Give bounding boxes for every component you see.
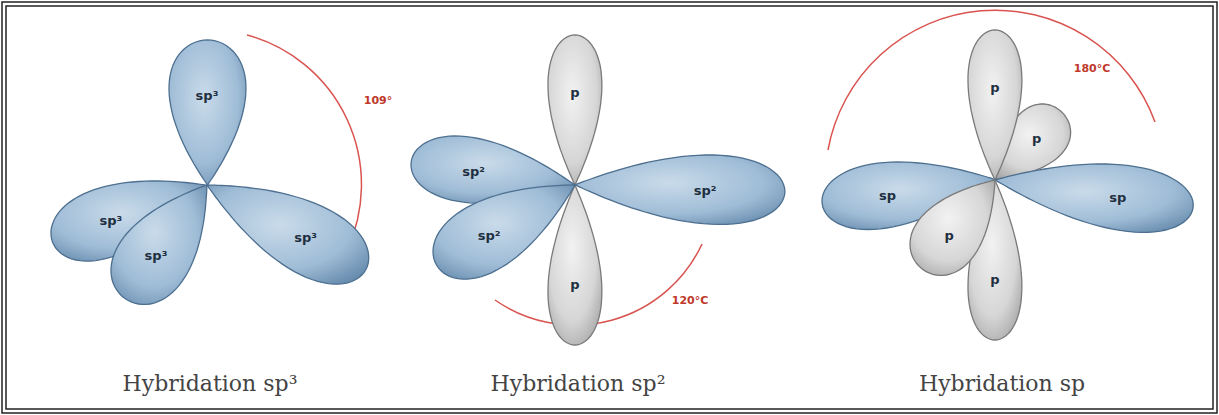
orbital-label: sp³ [196, 88, 219, 103]
angle-label: 109° [364, 94, 392, 107]
orbital-label: sp³ [99, 212, 122, 227]
lobe-outline [433, 185, 575, 279]
hybrid-orbital-lobe: sp³ [167, 38, 248, 187]
orbital-label: p [570, 277, 579, 292]
hybrid-orbital-lobe: sp² [573, 153, 787, 226]
angle-label: 120°C [672, 294, 709, 307]
hybrid-orbital-lobe: sp³ [109, 183, 209, 306]
lobe-outline [968, 30, 1022, 180]
orbital-label: sp³ [294, 230, 317, 245]
inner-frame [6, 6, 1213, 409]
hybrid-orbital-lobe: sp [993, 162, 1195, 234]
orbital-label: p [570, 85, 579, 100]
hybrid-orbital-lobe: sp² [431, 183, 577, 281]
p-orbital-lobe: p [546, 33, 604, 187]
lobe-shape [431, 183, 577, 281]
caption-label: Hybridation sp³ [123, 371, 298, 396]
lobe-shape [966, 28, 1024, 182]
lobe-shape [109, 183, 209, 306]
hybrid-orbital-lobe: sp³ [205, 183, 371, 286]
orbital-label: p [1032, 131, 1041, 146]
lobe-shape [205, 183, 371, 286]
orbital-label: sp² [462, 163, 485, 178]
orbital-label: p [990, 272, 999, 287]
lobe-outline [111, 185, 207, 304]
lobe-shape [573, 153, 787, 226]
lobe-outline [548, 35, 602, 185]
orbital-label: sp² [478, 227, 501, 242]
caption-label: Hybridation sp [919, 371, 1085, 396]
p-orbital-lobe: p [908, 178, 997, 277]
lobe-outline [910, 180, 995, 275]
lobe-outline [207, 185, 369, 284]
p-orbital-lobe: p [966, 28, 1024, 182]
lobe-shape [993, 162, 1195, 234]
lobe-outline [995, 164, 1193, 232]
caption-label: Hybridation sp² [491, 371, 666, 396]
orbital-label: sp³ [145, 248, 168, 263]
lobe-outline [575, 155, 785, 224]
orbital-label: p [990, 80, 999, 95]
orbital-label: p [945, 227, 954, 242]
lobe-outline [169, 40, 246, 185]
lobe-shape [546, 33, 604, 187]
orbital-label: sp² [694, 182, 717, 197]
angle-label: 180°C [1074, 62, 1111, 75]
orbital-label: sp [1109, 190, 1126, 205]
orbital-label: sp [879, 188, 896, 203]
lobe-shape [167, 38, 248, 187]
